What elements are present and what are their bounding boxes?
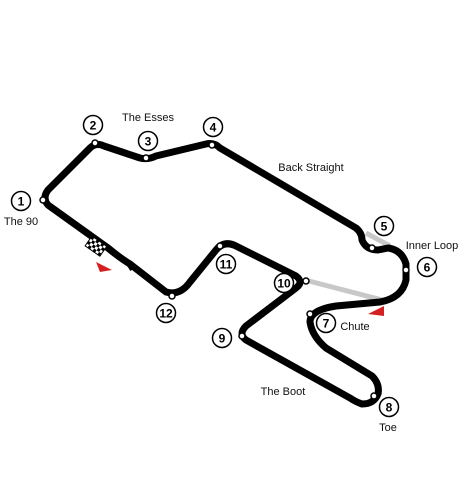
back-straight-label: Back Straight: [278, 162, 343, 174]
turn-4-marker: 4: [202, 116, 224, 138]
turn-8-marker: 8: [378, 396, 400, 418]
turn-11-number: 11: [220, 258, 233, 272]
turn-2-number: 2: [90, 119, 97, 133]
turn-1-marker: 1: [10, 190, 32, 212]
turn-7-name: Chute: [340, 321, 369, 333]
connector-upper: [364, 230, 392, 249]
turn-6-number: 6: [424, 261, 431, 275]
turn-12-marker: 12: [155, 302, 177, 324]
boot-label: The Boot: [261, 386, 306, 398]
turn-9-number: 9: [219, 332, 226, 346]
turn-3-name: The Esses: [122, 112, 174, 124]
turn-7-number: 7: [323, 317, 330, 331]
turn-5-marker: 5: [373, 215, 395, 237]
turn-9-marker: 9: [211, 327, 233, 349]
turn-12-number: 12: [159, 307, 173, 321]
turn-10-number: 10: [277, 277, 291, 291]
direction-arrow-icon: [96, 262, 112, 272]
turn-11-marker: 11: [215, 253, 237, 275]
turn-3-marker: 3: [137, 130, 159, 152]
turn-7-marker: 7: [315, 312, 337, 334]
turn-6-marker: 6: [416, 256, 438, 278]
track-outline: [41, 140, 410, 408]
turn-8-number: 8: [386, 401, 393, 415]
turn-1-name: The 90: [4, 216, 38, 228]
turn-3-number: 3: [145, 135, 152, 149]
turn-2-marker: 2: [82, 114, 104, 136]
turn-4-number: 4: [210, 121, 217, 135]
direction-arrow-icon: [368, 306, 384, 316]
turn-10-marker: 10: [273, 272, 295, 294]
turn-8-name: Toe: [379, 422, 397, 434]
turn-5-number: 5: [381, 220, 388, 234]
checkered-flag-icon: [84, 235, 108, 257]
short-course-connector: [304, 277, 383, 303]
corner-dots: [39, 139, 410, 400]
turn-1-number: 1: [18, 195, 25, 209]
turn-6-name: Inner Loop: [406, 240, 459, 252]
